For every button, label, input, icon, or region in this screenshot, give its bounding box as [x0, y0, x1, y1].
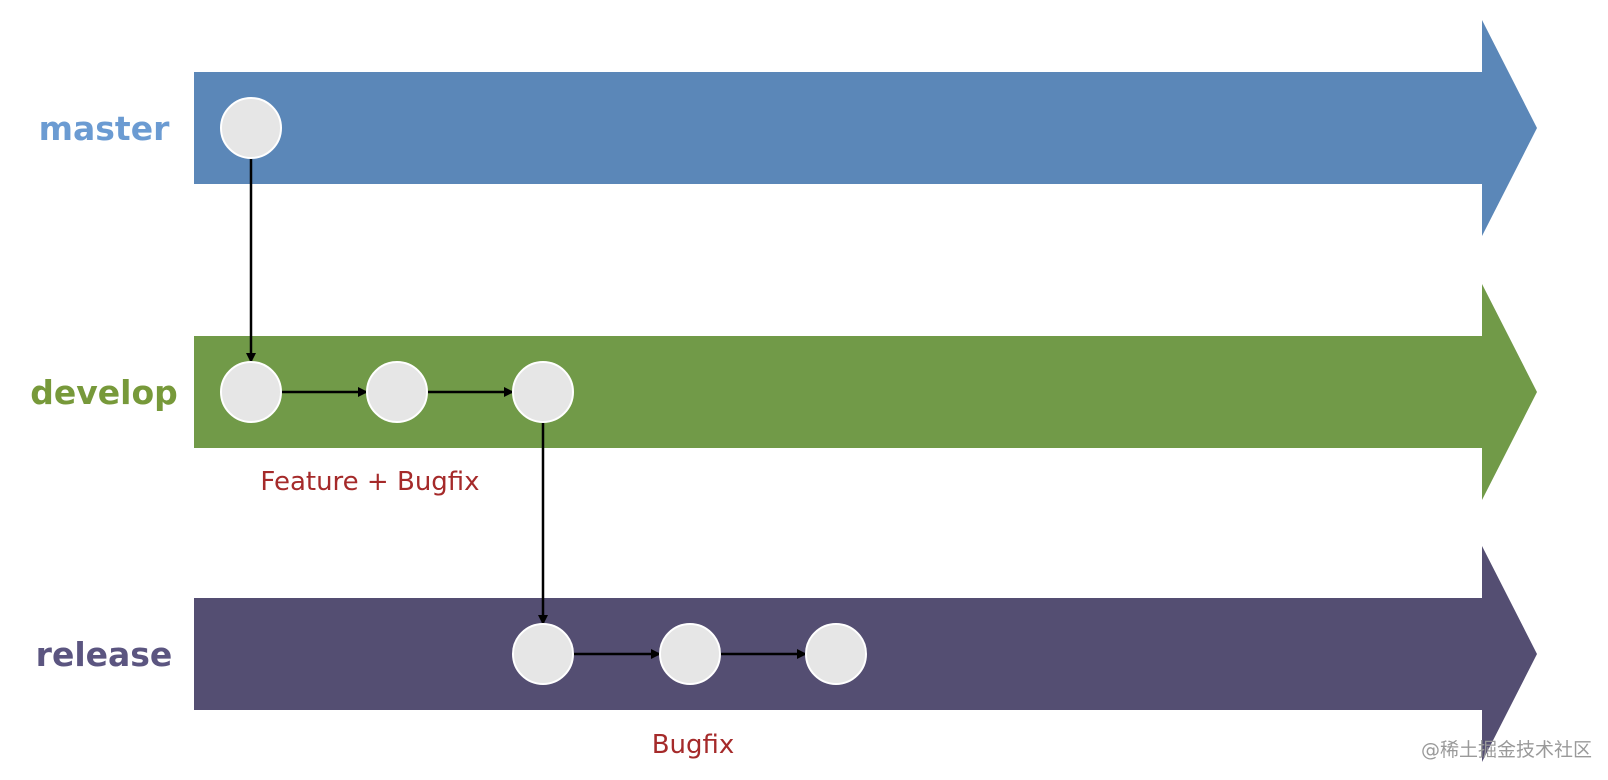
watermark-text: @稀土掘金技术社区	[1421, 739, 1592, 761]
commit-node-d3	[512, 361, 574, 423]
annotation-develop: Feature + Bugfix	[260, 467, 479, 497]
lane-develop	[194, 284, 1537, 500]
branch-label-master: master	[39, 109, 170, 148]
commit-node-r3	[805, 623, 867, 685]
lane-master	[194, 20, 1537, 236]
annotation-release: Bugfix	[652, 730, 735, 760]
commit-node-m1	[220, 97, 282, 159]
commit-node-r1	[512, 623, 574, 685]
commit-node-d2	[366, 361, 428, 423]
branch-label-develop: develop	[30, 373, 178, 412]
commit-node-r2	[659, 623, 721, 685]
commit-node-d1	[220, 361, 282, 423]
branch-label-release: release	[36, 635, 173, 674]
